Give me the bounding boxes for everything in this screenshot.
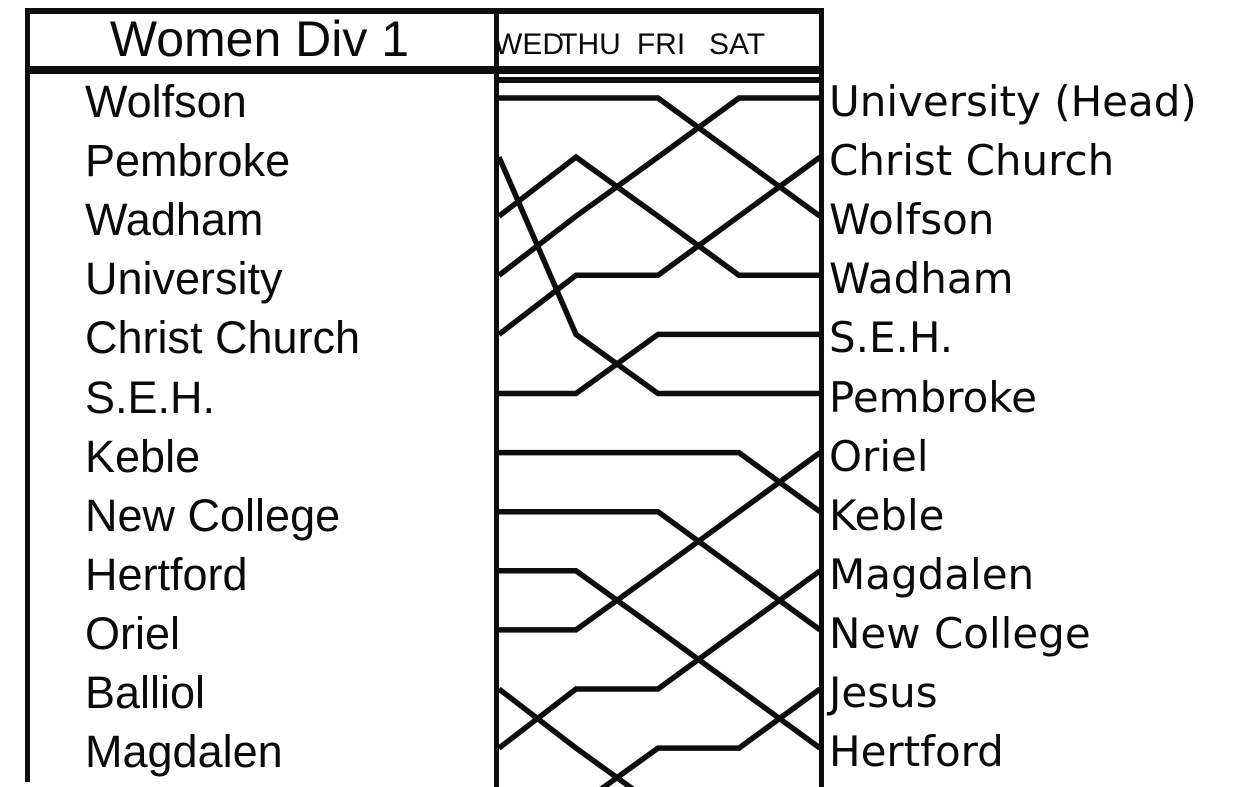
finish-crew-new-college: New College: [829, 608, 1091, 658]
start-crew-keble: Keble: [85, 430, 201, 482]
start-crew-balliol: Balliol: [85, 667, 206, 718]
start-crew-magdalen: Magdalen: [85, 726, 283, 778]
outer-left-border: [25, 8, 30, 782]
start-crew-hertford: Hertford: [85, 548, 248, 600]
bumps-line-christ-church: [497, 154, 822, 337]
outer-top-border: [25, 8, 824, 14]
header-bottom-border: [25, 66, 824, 74]
start-crew-christ-church: Christ Church: [85, 312, 361, 364]
bumps-line-s-e-h: [499, 331, 820, 397]
bumps-line-oriel: [499, 450, 822, 633]
start-crew-s-e-h: S.E.H.: [85, 371, 216, 423]
finish-crew-oriel: Oriel: [829, 431, 929, 481]
bumps-line-wadham: [497, 153, 820, 279]
finish-crew-university-head: University (Head): [829, 77, 1197, 126]
start-crew-oriel: Oriel: [85, 607, 181, 659]
bumps-line-pembroke: [496, 156, 820, 397]
finish-crew-magdalen: Magdalen: [829, 549, 1035, 599]
chart-top-border: [496, 77, 824, 83]
division-title: Women Div 1: [109, 11, 410, 67]
day-label-fri: FRI: [636, 28, 686, 61]
finish-crew-s-e-h: S.E.H.: [829, 313, 954, 363]
bumps-line-new-college: [499, 508, 822, 633]
bumps-line-university: [497, 95, 820, 278]
start-crew-pembroke: Pembroke: [85, 135, 291, 187]
finish-crew-christ-church: Christ Church: [829, 136, 1115, 186]
bumps-line-hertford: [499, 568, 822, 751]
bumps-line-keble: [499, 449, 822, 514]
bumps-line-jesus: [599, 686, 822, 787]
start-crew-wadham: Wadham: [85, 194, 264, 246]
start-crew-university: University: [85, 253, 283, 305]
bumps-line-balliol: [497, 686, 635, 787]
bumps-line-wolfson: [499, 95, 822, 219]
finish-crew-hertford: Hertford: [829, 727, 1004, 777]
chart-right-border: [819, 8, 824, 787]
day-label-sat: SAT: [708, 28, 766, 61]
chart-left-divider: [494, 8, 499, 787]
start-crew-wolfson: Wolfson: [85, 76, 247, 127]
finish-crew-wolfson: Wolfson: [829, 195, 995, 245]
day-label-thu: THU: [559, 28, 621, 61]
finish-crew-wadham: Wadham: [829, 254, 1014, 304]
finish-crew-keble: Keble: [829, 490, 945, 540]
start-crew-new-college: New College: [85, 489, 341, 541]
finish-crew-jesus: Jesus: [829, 668, 938, 717]
bumps-line-magdalen: [497, 568, 822, 751]
day-label-wed: WED: [494, 28, 564, 61]
finish-crew-pembroke: Pembroke: [829, 372, 1037, 422]
